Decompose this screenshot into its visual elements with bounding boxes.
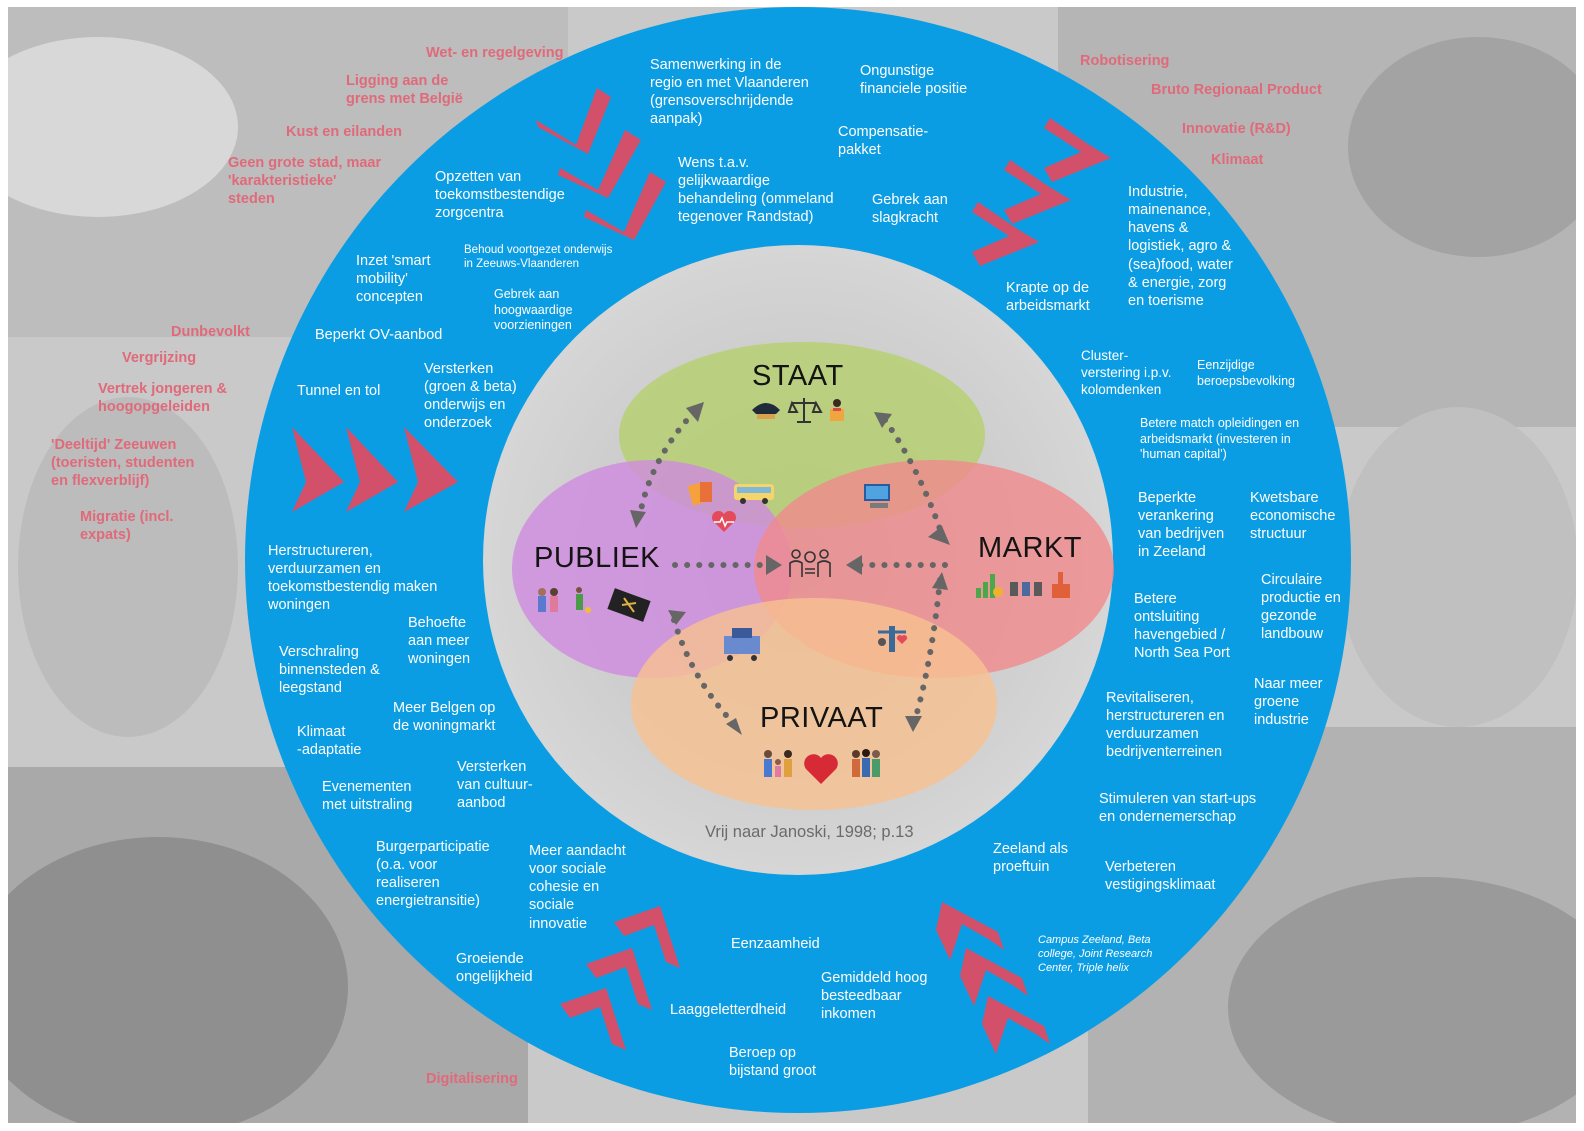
ring-ongelijkheid: Groeiende ongelijkheid [456,951,533,986]
ring-ontsluiting: Betere ontsluiting havengebied / North S… [1134,591,1230,662]
factor-robotisering: Robotisering [1080,53,1170,69]
ring-behoud: Behoud voortgezet onderwijs in Zeeuws-Vl… [464,244,613,271]
sphere-title-privaat: PRIVAAT [760,702,884,734]
dotted-arrows [637,409,948,728]
sphere-privaat [631,598,997,810]
ring-zorgcentra: Opzetten van toekomstbestendige zorgcent… [435,169,565,222]
factor-vertrek: Vertrek jongeren & hoogopgeleiden [98,381,227,416]
sphere-title-publiek: PUBLIEK [534,542,660,574]
ring-laaggeletterdheid: Laaggeletterdheid [670,1002,787,1018]
ring-behoefte: Behoefte aan meer woningen [408,615,471,668]
ring-verankering: Beperkte verankering van bedrijven in Ze… [1138,490,1225,561]
ring-samenwerking: Samenwerking in de regio en met Vlaander… [650,57,809,128]
ring-groen: Naar meer groene industrie [1254,676,1323,729]
family-icon [764,750,792,777]
ring-verschraling: Verschraling binnensteden & leegstand [279,644,380,697]
factor-brp: Bruto Regionaal Product [1151,82,1322,98]
statue-balance-icon [878,626,908,652]
ring-revitaliseren: Revitaliseren, herstructureren en verduu… [1106,690,1225,761]
citation: Vrij naar Janoski, 1998; p.13 [705,823,914,841]
ring-proeftuin: Zeeland als proeftuin [993,841,1068,876]
ring-circulair: Circulaire productie en gezonde landbouw [1261,572,1341,643]
sphere-title-staat: STAAT [752,360,844,392]
ring-cultuur: Versterken van cultuur- aanbod [457,759,533,812]
ring-campus: Campus Zeeland, Beta college, Joint Rese… [1038,934,1153,974]
ring-onderwijs: Versterken (groen & beta) onderwijs en o… [424,361,517,432]
sphere-icons [538,398,1070,784]
scales-of-justice-icon [787,398,823,423]
ring-belgen: Meer Belgen op de woningmarkt [393,700,496,735]
ring-cluster: Cluster- verstering i.p.v. kolomdenken [1081,348,1172,397]
ring-evenementen: Evenementen met uitstraling [322,779,413,814]
ring-herstructureren: Herstructureren, verduurzamen en toekoms… [268,543,438,614]
exchange-people-icon [789,549,831,577]
ring-slagkracht: Gebrek aan slagkracht [872,192,948,227]
ring-eenzijdig: Eenzijdige beroepsbevolking [1197,358,1295,388]
factor-deeltijd: 'Deeltijd' Zeeuwen (toeristen, studenten… [51,437,195,490]
ring-match: Betere match opleidingen en arbeidsmarkt… [1140,416,1300,462]
factor-innovatie: Innovatie (R&D) [1182,121,1291,137]
factor-digitalisering: Digitalisering [426,1071,518,1087]
ring-kwetsbaar: Kwetsbare economische structuur [1250,490,1336,543]
factor-dunbevolkt: Dunbevolkt [171,324,250,340]
ring-cohesie: Meer aandacht voor sociale cohesie en so… [529,843,626,932]
chevron-arrows [292,88,1111,1054]
ring-eenzaamheid: Eenzaamheid [731,936,820,952]
ring-krapte: Krapte op de arbeidsmarkt [1006,280,1090,315]
sphere-title-markt: MARKT [978,532,1082,564]
factor-ligging: Ligging aan de grens met België [346,73,463,108]
computer-icon [864,484,890,508]
factor-stad: Geen grote stad, maar 'karakteristieke' … [228,155,382,208]
books-icon [687,482,712,506]
ring-voorzieningen: Gebrek aan hoogwaardige voorzieningen [494,287,573,333]
ring-compensatie: Compensatie- pakket [838,124,929,159]
factor-wet: Wet- en regelgeving [426,45,564,61]
bible-icon [607,588,651,622]
people-sports-icon [538,587,591,613]
factor-vergrijzing: Vergrijzing [122,350,197,366]
factor-kust: Kust en eilanden [286,124,403,140]
heart-pulse-icon [711,510,737,532]
heart-icon [804,754,838,784]
bus-icon [734,484,774,504]
ring-burger: Burgerparticipatie (o.a. voor realiseren… [376,839,490,910]
office-people-icon [724,628,760,661]
ring-ov: Beperkt OV-aanbod [315,327,443,343]
arrowheads [630,402,950,735]
ring-industrie: Industrie, mainenance, havens & logistie… [1128,184,1233,309]
ring-ongunstig: Ongunstige financiele positie [860,63,968,98]
police-cap-icon [752,403,780,419]
ring-bijstand: Beroep op bijstand groot [729,1045,817,1080]
business-growth-icon [976,572,1070,598]
factor-klimaat: Klimaat [1211,152,1264,168]
ring-smart: Inzet 'smart mobility' concepten [356,253,431,306]
ring-inkomen: Gemiddeld hoog besteedbaar inkomen [821,970,928,1023]
speaker-podium-icon [830,399,844,421]
ring-klimaat-adaptatie: Klimaat -adaptatie [297,724,362,759]
ring-tunnel: Tunnel en tol [297,383,381,399]
ring-startups: Stimuleren van start-ups en ondernemersc… [1099,791,1257,826]
group-people-icon [852,749,880,777]
ring-wens: Wens t.a.v. gelijkwaardige behandeling (… [678,155,834,226]
factor-migratie: Migratie (incl. expats) [80,509,174,544]
ring-vestiging: Verbeteren vestigingsklimaat [1105,859,1216,894]
